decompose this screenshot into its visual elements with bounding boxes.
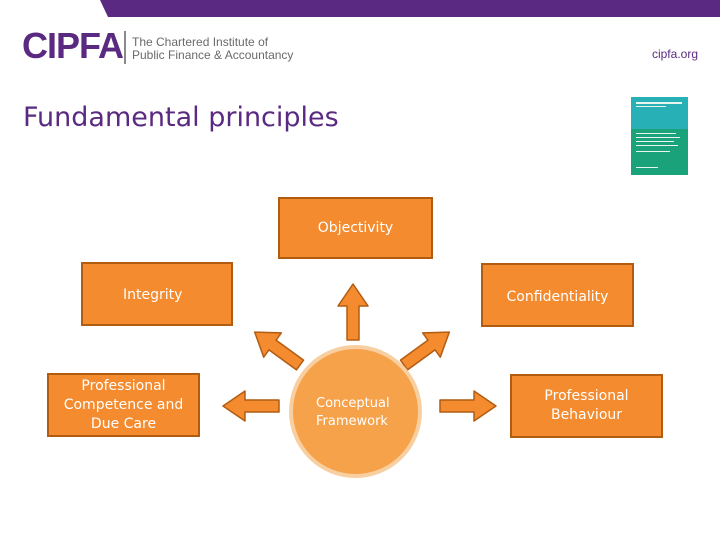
conceptual-framework-circle [289,345,422,478]
competence-label-line2: Competence and [63,396,184,413]
cipfa-logo[interactable]: CIPFA [22,25,124,66]
confidentiality-label: Confidentiality [506,289,609,305]
competence-label-line3: Due Care [90,415,157,432]
competence-label-line1: Professional [81,377,166,394]
arrow-to-competence [222,390,280,422]
logo-subtitle-line1: The Chartered Institute of [132,35,269,49]
arrow-to-integrity [245,319,310,378]
logo-subtitle-line2: Public Finance & Accountancy [132,48,294,62]
objectivity-box: Objectivity [278,197,433,259]
arrow-to-objectivity [337,283,369,341]
logo-divider [124,31,126,64]
center-label-line1: Conceptual [316,396,390,411]
header-bar [0,0,720,17]
center-label-line2: Framework [316,414,388,429]
behaviour-box: Professional Behaviour [510,374,663,438]
book-cover-image [631,97,688,175]
competence-box: Professional Competence and Due Care [47,373,200,437]
confidentiality-box: Confidentiality [481,263,634,327]
behaviour-label-line1: Professional [544,388,629,404]
behaviour-label-line2: Behaviour [550,407,623,423]
website-link[interactable]: cipfa.org [651,47,698,61]
slide-title: Fundamental principles [23,102,339,133]
conceptual-framework-label: Conceptual Framework [316,395,390,431]
arrow-to-behaviour [439,390,497,422]
logo-subtitle: The Chartered Institute of Public Financ… [132,36,293,62]
objectivity-label: Objectivity [317,219,394,236]
integrity-label: Integrity [123,287,183,303]
integrity-box: Integrity [81,262,233,326]
